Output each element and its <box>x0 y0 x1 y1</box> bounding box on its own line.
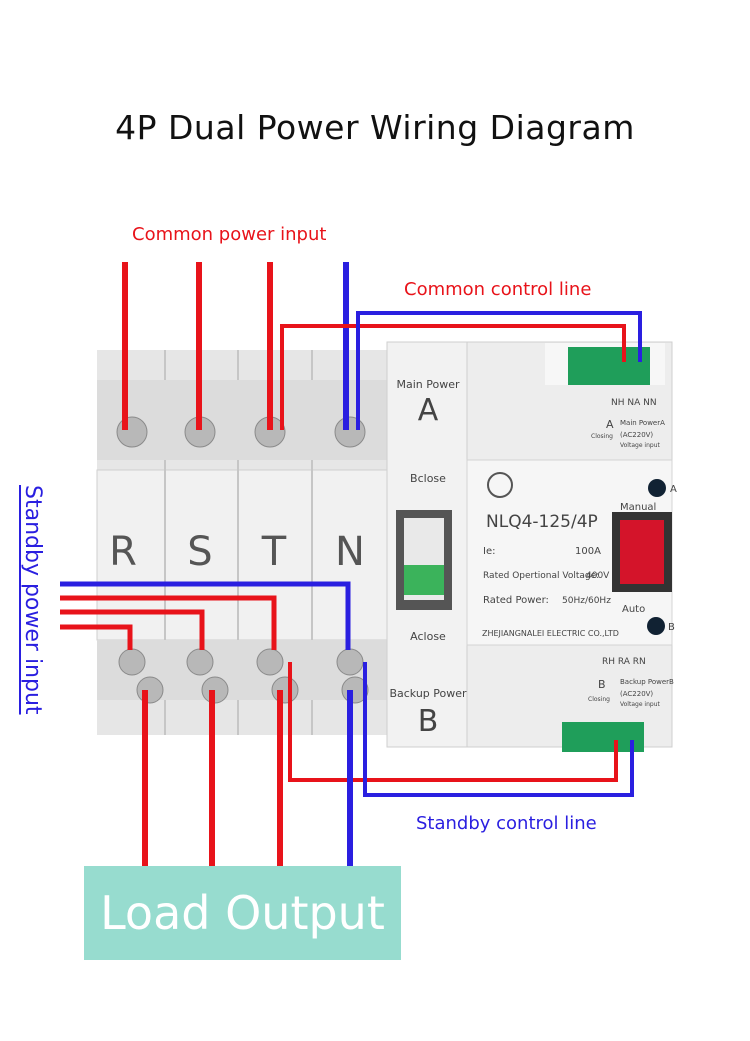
top-closing: Closing <box>591 433 613 440</box>
controller-module <box>386 341 673 752</box>
main-power-label: Main Power <box>396 378 459 391</box>
bottom-closing: Closing <box>588 696 610 703</box>
main-power-letter: A <box>418 393 439 428</box>
indicator-b-led <box>647 617 665 635</box>
bottom-voltage: (AC220V) <box>620 690 653 698</box>
common-power-input-wires <box>122 262 349 430</box>
manual-label: Manual <box>620 502 656 513</box>
standby-power-input-wires <box>60 581 351 650</box>
load-output-box: Load Output <box>84 866 401 960</box>
load-output-wires <box>142 690 353 866</box>
maker-label: ZHEJIANGNALEI ELECTRIC CO.,LTD <box>482 629 619 638</box>
load-output-label: Load Output <box>100 886 385 940</box>
ie-value: 100A <box>575 546 601 557</box>
bclose-label: Bclose <box>410 472 446 485</box>
indicator-a-label: A <box>670 484 677 495</box>
top-terminal-labels: NH NA NN <box>611 398 657 408</box>
common-control-line-label: Common control line <box>404 279 592 300</box>
rated-power-label: Rated Power: <box>483 595 549 606</box>
pole-label-s: S <box>187 529 212 575</box>
common-power-input-label: Common power input <box>132 224 327 245</box>
top-voltage: (AC220V) <box>620 431 653 439</box>
rated-voltage-value: 400V <box>586 571 610 581</box>
transfer-toggle-switch <box>404 565 444 595</box>
top-main-power-tag: Main PowerA <box>620 419 665 427</box>
ie-label: Ie: <box>483 546 495 557</box>
backup-power-label: Backup Power <box>389 687 467 700</box>
rated-power-value: 50Hz/60Hz <box>562 596 611 606</box>
pole-label-n: N <box>335 529 365 575</box>
bottom-terminal-labels: RH RA RN <box>602 657 646 667</box>
top-voltage-input: Voltage input <box>620 442 660 449</box>
auto-label: Auto <box>622 604 645 615</box>
pole-label-r: R <box>109 529 137 575</box>
bottom-screw-terminals <box>118 648 369 704</box>
standby-power-input-label: Standby power input <box>20 485 45 715</box>
common-control-line-wires <box>280 311 642 430</box>
bottom-voltage-input: Voltage input <box>620 701 660 708</box>
bottom-b-letter: B <box>598 678 606 691</box>
pole-block <box>96 350 388 735</box>
rated-voltage-label: Rated Opertional Voltage: <box>483 571 599 581</box>
page-title: 4P Dual Power Wiring Diagram <box>115 108 635 147</box>
aclose-label: Aclose <box>410 630 446 643</box>
device-model: NLQ4-125/4P <box>486 512 598 532</box>
manual-auto-rocker-switch <box>620 520 664 584</box>
top-terminal-block <box>568 347 650 385</box>
brand-logo-icon <box>487 472 513 498</box>
top-a-letter: A <box>606 418 614 431</box>
standby-control-line-label: Standby control line <box>416 813 597 834</box>
indicator-a-led <box>648 479 666 497</box>
pole-label-t: T <box>261 529 287 575</box>
indicator-b-label: B <box>668 622 675 633</box>
bottom-backup-power-tag: Backup PowerB <box>620 678 674 686</box>
standby-control-line-wires <box>288 662 634 797</box>
backup-power-letter: B <box>418 704 439 739</box>
